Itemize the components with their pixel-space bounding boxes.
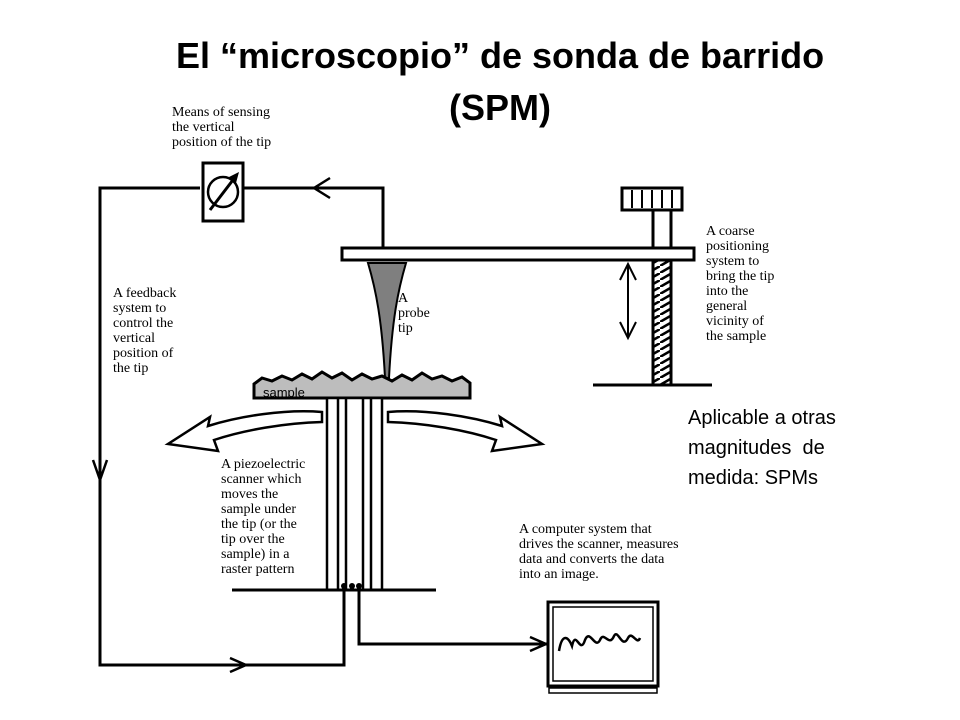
raster-arrow-left [164,410,324,453]
scanner-contacts [341,583,362,589]
label-piezo: A piezoelectric scanner which moves the … [221,457,306,577]
coarse-travel-arrow [619,261,637,341]
feedback-loop-wires [98,186,548,667]
meter-dial-icon [201,161,245,223]
coarse-screw-icon [593,186,712,387]
cantilever-arm [340,246,696,262]
piezo-scanner-tube [325,396,384,592]
sample-block [252,370,472,400]
label-computer: A computer system that drives the scanne… [519,522,679,582]
wire-arrowheads [91,176,550,674]
label-probe: A probe tip [398,291,430,336]
label-coarse: A coarse positioning system to bring the… [706,224,775,344]
title-line-2: (SPM) [449,87,551,128]
label-sample: sample [263,385,305,400]
monitor-icon [546,600,660,694]
applicability-note: Aplicable a otras magnitudes de medida: … [688,407,836,489]
slide-title: El “microscopio” de sonda de barrido (SP… [0,30,960,134]
label-feedback: A feedback system to control the vertica… [113,286,177,376]
label-sensing: Means of sensing the vertical position o… [172,105,272,150]
title-line-1: El “microscopio” de sonda de barrido [175,35,825,76]
raster-arrow-right [386,410,546,453]
